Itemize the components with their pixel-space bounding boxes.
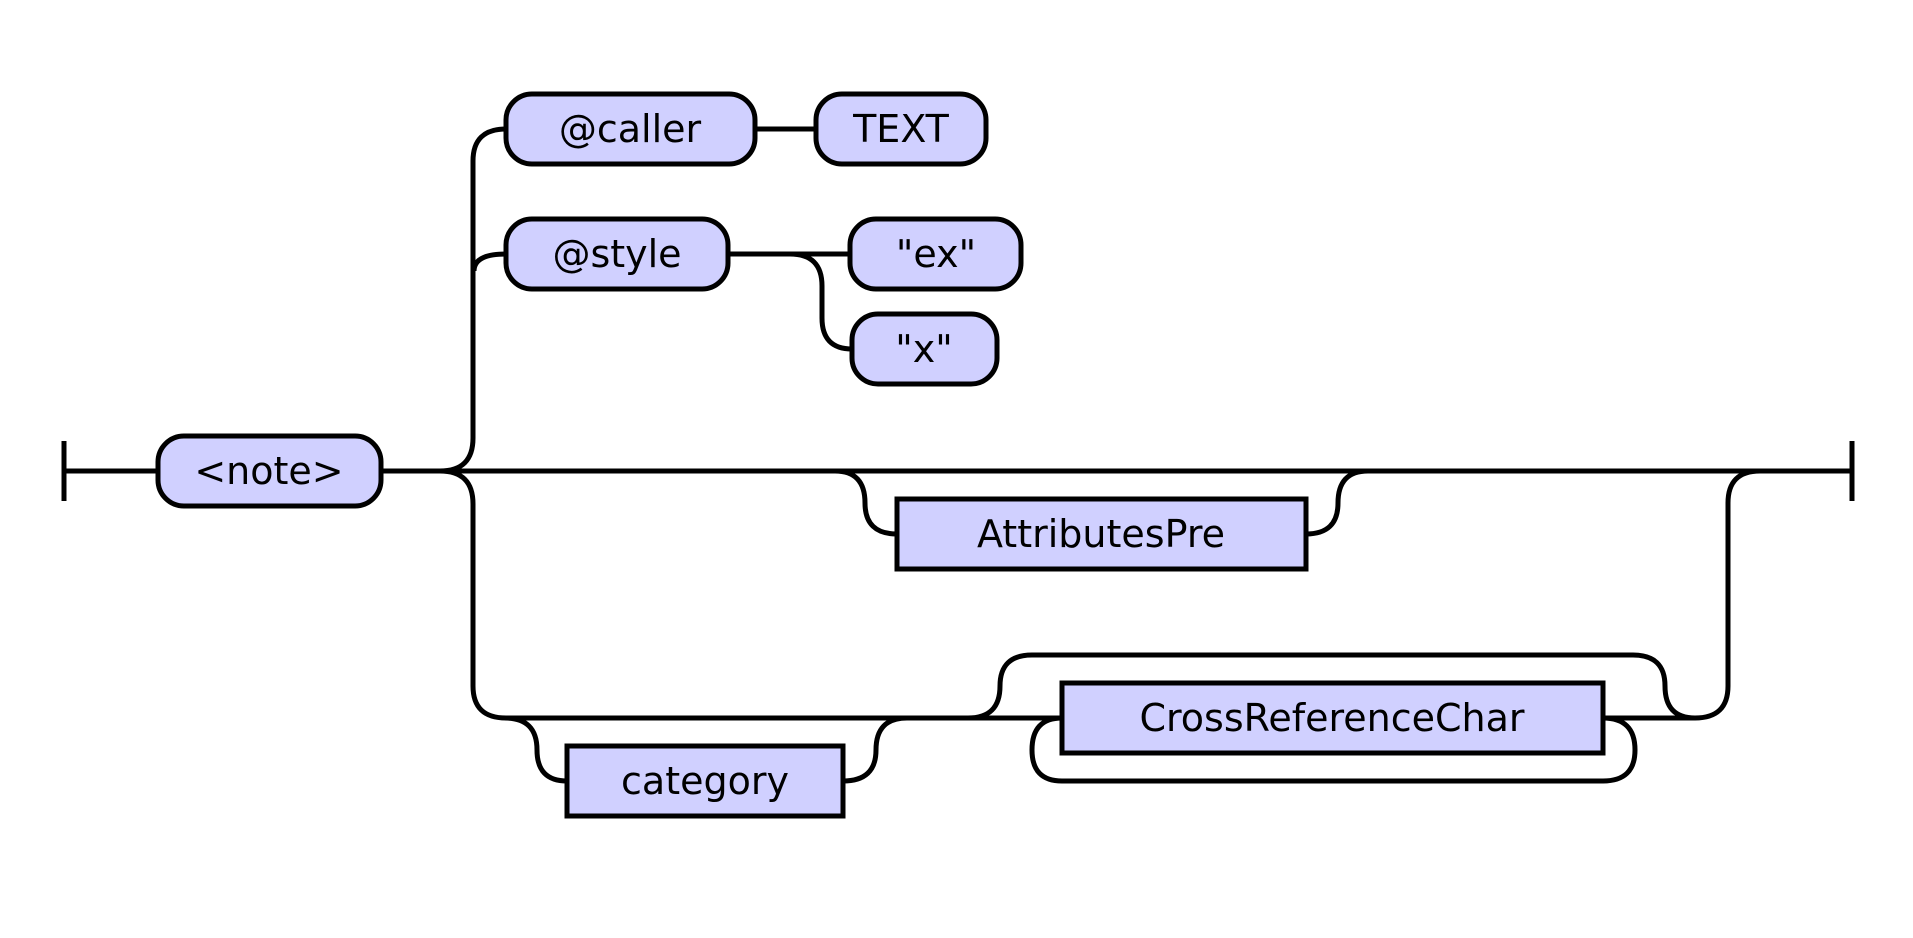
caller-attribute-label: @caller xyxy=(559,107,702,151)
style-value-x: "x" xyxy=(849,311,1000,387)
style-value-ex: "ex" xyxy=(847,216,1024,292)
crossreferencechar-rule: CrossReferenceChar xyxy=(1059,680,1606,756)
style-attribute: @style xyxy=(503,216,731,292)
attributespre-rule-label: AttributesPre xyxy=(977,512,1225,556)
attributespre-rule: AttributesPre xyxy=(894,496,1309,572)
caller-value-text-label: TEXT xyxy=(852,107,950,151)
category-rule-label: category xyxy=(621,759,789,803)
category-rule: category xyxy=(564,743,846,819)
style-value-ex-label: "ex" xyxy=(896,232,976,276)
note-terminal: <note> xyxy=(155,433,384,509)
crossreferencechar-rule-label: CrossReferenceChar xyxy=(1139,696,1524,740)
tracks xyxy=(64,126,1852,784)
caller-attribute: @caller xyxy=(503,91,758,167)
style-attribute-label: @style xyxy=(552,232,681,276)
style-value-x-label: "x" xyxy=(895,327,952,371)
note-terminal-label: <note> xyxy=(194,449,343,493)
caller-value-text: TEXT xyxy=(813,91,989,167)
